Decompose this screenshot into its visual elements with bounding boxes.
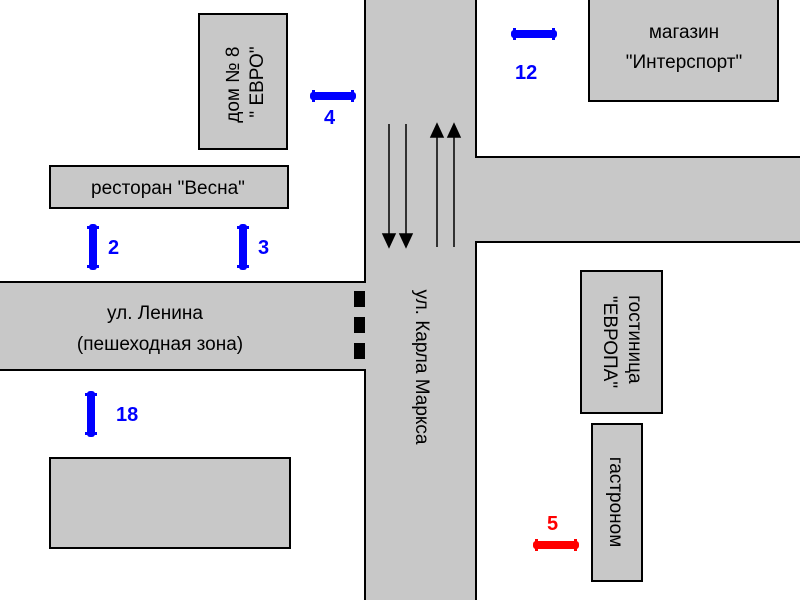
stop-3-cap [237, 226, 249, 229]
arrow-down-right [398, 124, 414, 249]
stop-3-number: 3 [258, 237, 269, 259]
building-evropa [580, 270, 663, 414]
stop-5-number: 5 [547, 513, 558, 535]
crosswalk-stripe [354, 291, 365, 307]
building-intersport-name: магазин [649, 22, 719, 43]
street-karla-marksa-label: ул. Карла Маркса [411, 290, 432, 445]
stop-12-number: 12 [515, 62, 537, 84]
stop-18: 18 [85, 391, 138, 437]
stop-2-cap [87, 226, 99, 229]
stop-2-cap [87, 265, 99, 268]
building-intersport [588, 0, 779, 102]
stop-18-cap [85, 432, 97, 435]
stop-12-cap [513, 28, 516, 40]
arrow-up-left [429, 122, 445, 247]
stop-4-marker [310, 92, 356, 100]
stop-5-marker [533, 541, 579, 549]
stop-5-cap [574, 539, 577, 551]
traffic-arrows [381, 122, 462, 249]
building-intersport-subname: "Интерспорт" [626, 52, 742, 73]
building-vesna-label: ресторан "Весна" [91, 178, 245, 199]
stop-2: 2 [87, 224, 119, 270]
building-dom8-subname: " ЕВРО" [247, 46, 268, 117]
building-unnamed [49, 457, 291, 549]
transit-stops: 2 3 18 4 12 5 [85, 28, 579, 551]
building-dom8 [198, 13, 288, 150]
stop-12: 12 [511, 28, 557, 84]
stop-4-number: 4 [324, 107, 336, 129]
arrow-down-left [381, 124, 397, 249]
building-gastronom [591, 423, 643, 582]
stop-12-cap [552, 28, 555, 40]
building-gastronom-label: гастроном [605, 457, 626, 548]
stop-18-number: 18 [116, 404, 138, 426]
stop-2-number: 2 [108, 237, 119, 259]
building-evropa-label: гостиница "ЕВРОПА" [599, 295, 645, 389]
stop-3-marker [239, 224, 247, 270]
building-evropa-subname: "ЕВРОПА" [599, 296, 620, 388]
stop-18-marker [87, 391, 95, 437]
building-vesna [49, 165, 289, 209]
building-evropa-name: гостиница [624, 295, 645, 384]
stop-18-cap [85, 393, 97, 396]
stop-5-cap [535, 539, 538, 551]
stop-4-cap [351, 90, 354, 102]
building-dom8-label: дом № 8 " ЕВРО" [223, 41, 268, 123]
street-lenina-label: ул. Ленина [107, 303, 203, 324]
crosswalk-stripe [354, 343, 365, 359]
stop-4: 4 [310, 90, 356, 129]
street-lenina-note: (пешеходная зона) [77, 334, 243, 355]
stop-12-marker [511, 30, 557, 38]
buildings [49, 0, 779, 582]
stop-3-cap [237, 265, 249, 268]
building-dom8-name: дом № 8 [223, 47, 244, 123]
building-labels: дом № 8 " ЕВРО" ресторан "Весна" магазин… [91, 22, 742, 547]
stop-4-cap [312, 90, 315, 102]
street-labels: ул. Ленина (пешеходная зона) ул. Карла М… [77, 290, 432, 445]
crosswalk-stripe [354, 317, 365, 333]
arrow-up-right [446, 122, 462, 247]
stop-2-marker [89, 224, 97, 270]
crosswalk [354, 291, 365, 359]
stop-3: 3 [237, 224, 269, 270]
stop-5: 5 [533, 513, 579, 551]
